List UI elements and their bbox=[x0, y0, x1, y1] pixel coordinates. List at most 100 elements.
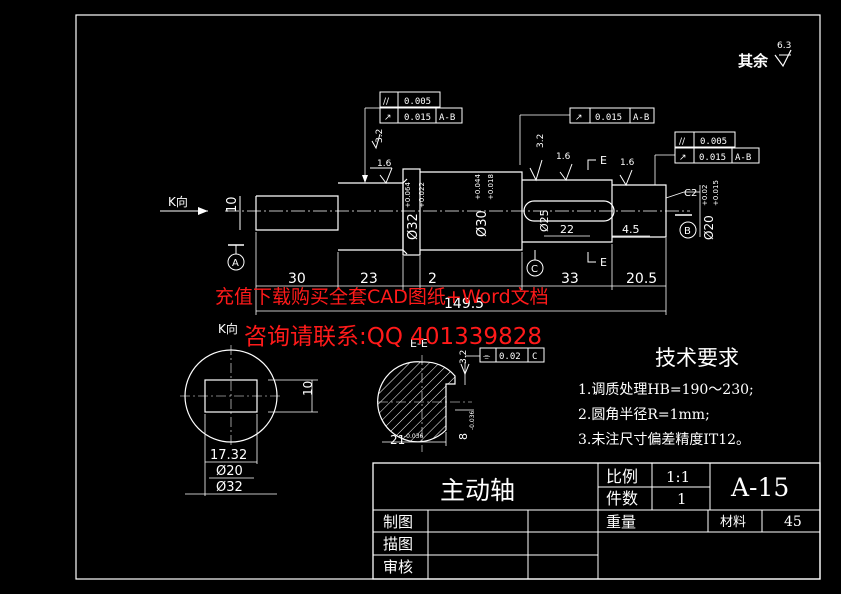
svg-text:K向: K向 bbox=[168, 194, 188, 209]
svg-text:A-15: A-15 bbox=[730, 473, 789, 502]
watermark: 充值下载购买全套CAD图纸+Word文档 咨询请联系:QQ 401339828 bbox=[215, 286, 549, 350]
svg-text:K向: K向 bbox=[218, 321, 238, 336]
svg-text:+0.015: +0.015 bbox=[712, 180, 720, 206]
svg-text:E-E: E-E bbox=[410, 337, 428, 350]
diameter-labels: Ø32 +0.064 +0.022 Ø30 +0.044 +0.018 Ø25 … bbox=[404, 174, 720, 240]
svg-text:A-B: A-B bbox=[633, 113, 649, 123]
svg-text:+0.022: +0.022 bbox=[418, 182, 426, 208]
svg-text:Ø20: Ø20 bbox=[702, 215, 716, 240]
length-dimensions bbox=[255, 232, 667, 315]
svg-text:主动轴: 主动轴 bbox=[440, 476, 515, 505]
svg-text:2.圆角半径R=1mm;: 2.圆角半径R=1mm; bbox=[578, 407, 710, 423]
svg-text:Ø25: Ø25 bbox=[538, 209, 551, 232]
svg-text:制图: 制图 bbox=[383, 513, 413, 531]
roughness-labels: 1.6 3.2 1.6 1.6 3.2 bbox=[375, 129, 635, 169]
svg-text:3.未注尺寸偏差精度IT12。: 3.未注尺寸偏差精度IT12。 bbox=[578, 432, 750, 448]
section-e-e: E-E 3.2 ⌯ 0.02 C 21 -0.036 8 -0.036 bbox=[377, 337, 545, 452]
svg-text:C2: C2 bbox=[684, 188, 697, 199]
svg-text:Ø30: Ø30 bbox=[475, 210, 490, 237]
svg-text:A-B: A-B bbox=[735, 153, 751, 163]
svg-text:-0.036: -0.036 bbox=[469, 410, 476, 430]
svg-text:2: 2 bbox=[428, 271, 437, 287]
svg-text:0.015: 0.015 bbox=[595, 113, 622, 123]
svg-text:1.6: 1.6 bbox=[377, 159, 392, 169]
svg-text://: // bbox=[679, 137, 686, 147]
dim-left-height: 10 bbox=[225, 196, 241, 230]
svg-text:10: 10 bbox=[301, 381, 315, 396]
svg-text:+0.064: +0.064 bbox=[404, 182, 412, 208]
svg-text:其余: 其余 bbox=[738, 52, 769, 70]
svg-text:↗: ↗ bbox=[384, 113, 392, 123]
svg-text:+0.018: +0.018 bbox=[487, 174, 495, 200]
svg-text:17.32: 17.32 bbox=[210, 448, 247, 463]
svg-text:+0.02: +0.02 bbox=[701, 185, 709, 206]
svg-text:A: A bbox=[232, 258, 239, 269]
roughness-marks bbox=[370, 133, 633, 187]
svg-text:22: 22 bbox=[560, 223, 574, 236]
svg-text:+0.044: +0.044 bbox=[474, 174, 482, 200]
svg-text:20.5: 20.5 bbox=[626, 271, 657, 287]
svg-text:-0.036: -0.036 bbox=[404, 433, 424, 440]
title-block bbox=[372, 462, 821, 580]
svg-text:0.005: 0.005 bbox=[404, 97, 431, 107]
svg-text:技术要求: 技术要求 bbox=[655, 346, 739, 370]
title-block-text: 主动轴 比例 1:1 件数 1 A-15 重量 材料 45 制图 描图 审核 bbox=[383, 467, 802, 576]
svg-text:E: E bbox=[600, 256, 607, 269]
svg-text:0.015: 0.015 bbox=[699, 153, 726, 163]
svg-text:B: B bbox=[684, 226, 691, 237]
svg-text:3.2: 3.2 bbox=[459, 350, 469, 364]
section-e-markers: E E bbox=[587, 154, 607, 269]
svg-text:重量: 重量 bbox=[606, 513, 636, 531]
svg-text:1.6: 1.6 bbox=[556, 152, 571, 162]
svg-text:10: 10 bbox=[225, 196, 240, 213]
datum-a: A bbox=[227, 244, 245, 271]
gdt-frame-2: ↗ 0.015 A-B bbox=[519, 107, 655, 165]
svg-text:0.015: 0.015 bbox=[404, 113, 431, 123]
svg-text:材料: 材料 bbox=[720, 515, 746, 530]
length-dimension-labels: 30 23 2 33 20.5 149.5 bbox=[288, 271, 657, 312]
svg-text:咨询请联系:QQ 401339828: 咨询请联系:QQ 401339828 bbox=[244, 324, 542, 350]
svg-text:Ø32: Ø32 bbox=[406, 213, 421, 240]
tech-requirements: 技术要求 1.调质处理HB=190～230; 2.圆角半径R=1mm; 3.未注… bbox=[578, 346, 754, 448]
keyway-dims: 22 4.5 bbox=[544, 223, 650, 237]
svg-text:1:1: 1:1 bbox=[666, 468, 690, 486]
svg-text:0.005: 0.005 bbox=[700, 137, 727, 147]
default-roughness: 其余 6.3 bbox=[738, 41, 792, 70]
svg-text:↗: ↗ bbox=[679, 153, 687, 163]
svg-text:4.5: 4.5 bbox=[622, 223, 640, 236]
svg-text:↗: ↗ bbox=[575, 113, 583, 123]
svg-text:1.调质处理HB=190～230;: 1.调质处理HB=190～230; bbox=[578, 382, 754, 398]
svg-text:⌯: ⌯ bbox=[483, 352, 491, 362]
svg-text:E: E bbox=[600, 154, 607, 167]
svg-text:A-B: A-B bbox=[439, 113, 455, 123]
svg-text:6.3: 6.3 bbox=[777, 41, 791, 51]
gdt-frame-3: // 0.005 ↗ 0.015 A-B bbox=[654, 131, 760, 185]
svg-text:21: 21 bbox=[390, 433, 405, 447]
svg-text:充值下载购买全套CAD图纸+Word文档: 充值下载购买全套CAD图纸+Word文档 bbox=[215, 286, 549, 308]
k-view: K向 10 17.32 Ø20 Ø32 bbox=[180, 321, 318, 496]
svg-text:8: 8 bbox=[457, 433, 470, 440]
svg-text:45: 45 bbox=[784, 514, 802, 530]
svg-text:比例: 比例 bbox=[606, 467, 638, 486]
svg-text:C: C bbox=[531, 264, 538, 275]
gdt-frame-1: // 0.005 ↗ 0.015 A-B bbox=[362, 91, 463, 183]
svg-text:3.2: 3.2 bbox=[536, 134, 546, 148]
k-direction-arrow: K向 bbox=[160, 194, 208, 215]
svg-text:件数: 件数 bbox=[606, 489, 638, 508]
svg-text:0.02: 0.02 bbox=[499, 352, 521, 362]
svg-text:23: 23 bbox=[360, 271, 378, 287]
svg-text:1: 1 bbox=[677, 490, 687, 508]
svg-text:Ø32: Ø32 bbox=[216, 480, 243, 495]
svg-text:审核: 审核 bbox=[383, 558, 413, 576]
shaft-main-view bbox=[225, 168, 690, 256]
svg-text:33: 33 bbox=[561, 271, 579, 287]
svg-text:Ø20: Ø20 bbox=[216, 464, 243, 479]
svg-text:149.5: 149.5 bbox=[444, 296, 484, 312]
svg-text:3.2: 3.2 bbox=[375, 129, 385, 143]
svg-text:描图: 描图 bbox=[383, 535, 413, 553]
svg-text:30: 30 bbox=[288, 271, 306, 287]
svg-text://: // bbox=[383, 97, 390, 107]
datum-c: C bbox=[526, 250, 544, 277]
datum-b: B bbox=[675, 214, 697, 239]
